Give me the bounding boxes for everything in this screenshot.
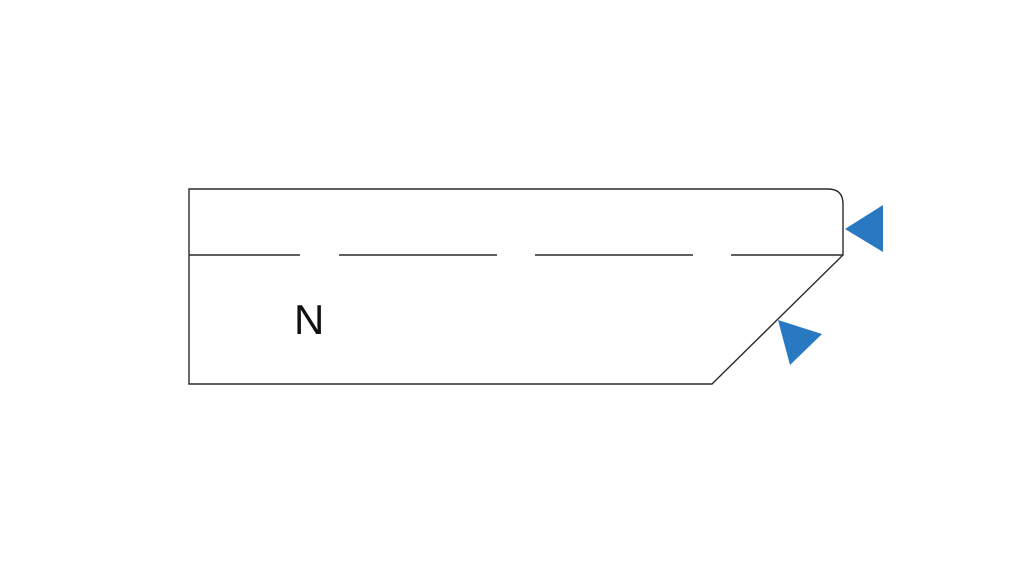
marker-arrow-left-icon xyxy=(845,205,883,252)
shape-outline xyxy=(188,188,844,385)
region-label: N xyxy=(294,296,324,343)
marker-arrow-right-icon xyxy=(778,320,822,365)
